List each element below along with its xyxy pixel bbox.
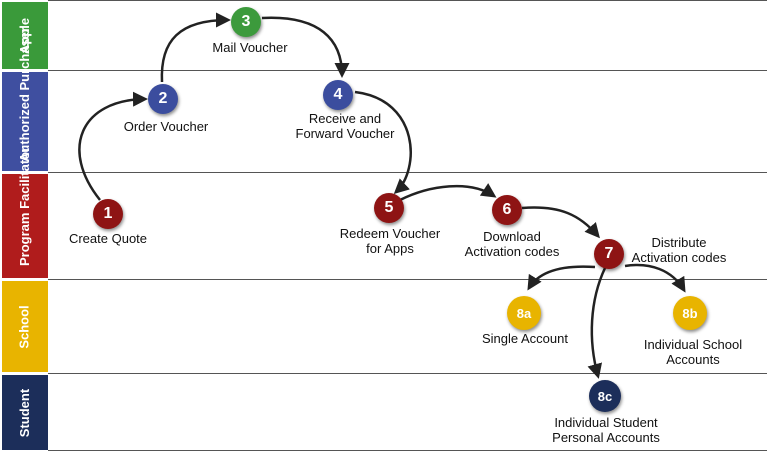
step-5-node: 5 [374,193,404,223]
step-8a-number: 8a [516,305,532,321]
step-4-number: 4 [333,86,343,103]
arrow-2-to-3 [160,12,231,83]
lane-authorized-purchaser: Authorized Purchaser [2,26,48,171]
lane-apple: Apple [2,2,48,69]
step-3-caption: Mail Voucher [200,40,300,55]
step-8a-caption-text: Single Account [481,331,568,346]
step-1-node: 1 [93,199,123,229]
step-6-number: 6 [502,201,512,218]
step-8c-caption: Individual Student Personal Accounts [538,415,674,445]
arrow-4-to-5 [354,90,412,195]
lane-student: Student [2,375,48,450]
step-4-node: 4 [323,80,353,110]
arrow-5-to-6 [399,183,497,202]
step-8c-number: 8c [597,388,613,404]
step-6-node: 6 [492,195,522,225]
step-2-node: 2 [148,84,178,114]
step-3-number: 3 [241,13,251,30]
lane-divider [48,450,767,451]
arrow-7-to-8b [624,263,686,293]
lane-divider [48,373,767,374]
arrow-7-to-8a [527,265,596,291]
step-2-number: 2 [158,90,168,107]
step-6-caption: Download Activation codes [450,229,574,259]
arrow-7-to-8c [587,267,607,379]
step-5-number: 5 [384,199,394,216]
step-8c-node: 8c [589,380,621,412]
step-7-node: 7 [594,239,624,269]
step-5-caption: Redeem Voucher for Apps [328,226,452,256]
step-6-caption-text: Download Activation codes [464,229,560,259]
step-5-caption-text: Redeem Voucher for Apps [339,226,441,256]
step-7-number: 7 [604,245,614,262]
lane-program-facilitator: Program Facilitator [2,147,48,278]
arrow-1-to-2 [78,91,148,201]
step-2-caption: Order Voucher [112,119,220,134]
step-8b-number: 8b [682,305,698,321]
step-3-caption-text: Mail Voucher [212,40,288,55]
step-1-number: 1 [103,205,113,222]
lane-divider [48,0,767,1]
step-1-caption: Create Quote [60,231,156,246]
step-4-caption: Receive and Forward Voucher [280,111,410,141]
lane-school: School [2,281,48,372]
step-8c-caption-text: Individual Student Personal Accounts [552,415,660,445]
step-8a-node: 8a [507,296,541,330]
arrow-3-to-4 [261,16,350,78]
step-3-node: 3 [231,7,261,37]
step-8a-caption: Single Account [470,331,580,346]
step-8b-caption-text: Individual School Accounts [643,337,743,367]
arrow-6-to-7 [521,206,600,239]
step-8b-node: 8b [673,296,707,330]
step-4-caption-text: Receive and Forward Voucher [295,111,395,141]
step-7-caption: Distribute Activation codes [618,235,740,265]
lane-divider [48,70,767,71]
step-8b-caption: Individual School Accounts [630,337,756,367]
step-1-caption-text: Create Quote [68,231,148,246]
step-2-caption-text: Order Voucher [123,119,209,134]
step-7-caption-text: Distribute Activation codes [631,235,727,265]
lane-divider [48,279,767,280]
